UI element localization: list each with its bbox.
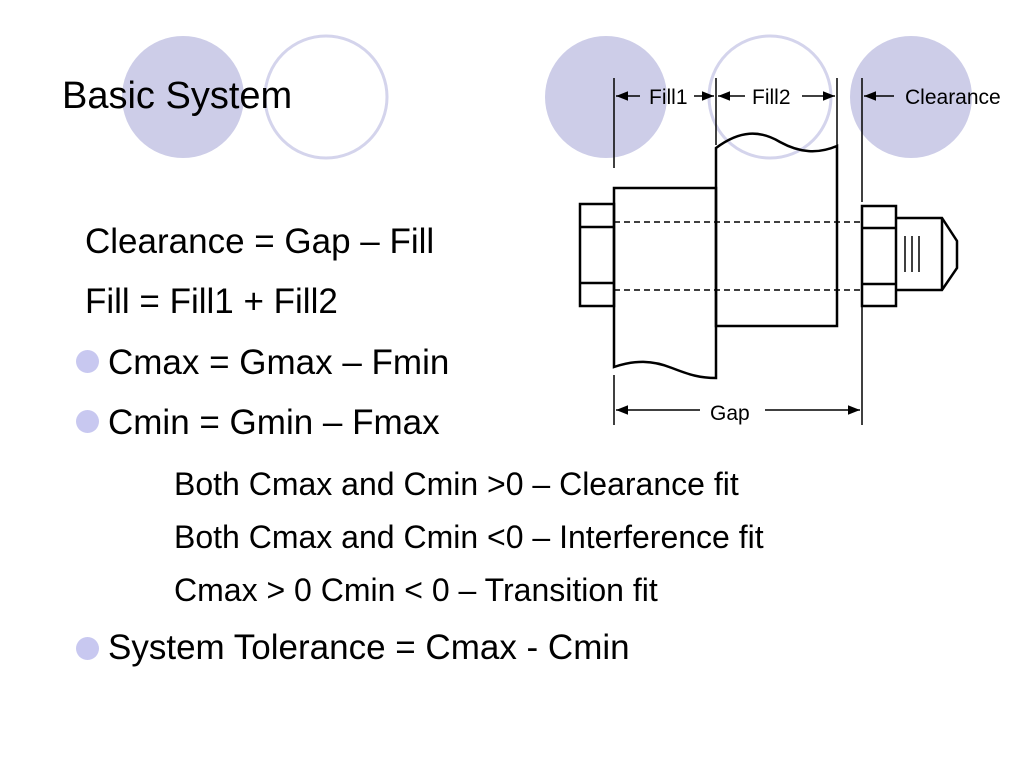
bolt-threaded-end (896, 216, 959, 292)
gap-label: Gap (710, 402, 750, 425)
fill2-label: Fill2 (752, 86, 791, 109)
fill1-label: Fill1 (649, 86, 688, 109)
plate-1 (612, 186, 718, 380)
deco-circle-filled-2 (545, 36, 667, 158)
deco-circle-outline-1 (263, 34, 389, 160)
bullet-dot (76, 410, 99, 433)
equation-fill: Fill = Fill1 + Fill2 (85, 282, 338, 321)
bullet-dot (76, 350, 99, 373)
sub-point-transition-fit: Cmax > 0 Cmin < 0 – Transition fit (174, 572, 658, 608)
deco-circle-filled-1 (122, 36, 244, 158)
slide-title: Basic System (62, 75, 293, 117)
equation-clearance: Clearance = Gap – Fill (85, 222, 435, 261)
bullet-cmax: Cmax = Gmax – Fmin (108, 343, 450, 382)
clearance-label: Clearance (905, 86, 1001, 109)
bullet-system-tolerance: System Tolerance = Cmax - Cmin (108, 628, 630, 667)
sub-point-clearance-fit: Both Cmax and Cmin >0 – Clearance fit (174, 466, 739, 502)
sub-point-interference-fit: Both Cmax and Cmin <0 – Interference fit (174, 519, 764, 555)
bolt-head (578, 202, 616, 308)
bullet-dot (76, 637, 99, 660)
nut (860, 204, 898, 308)
deco-circle-filled-3 (850, 36, 972, 158)
bullet-cmin: Cmin = Gmin – Fmax (108, 403, 440, 442)
plate-2 (714, 132, 839, 328)
